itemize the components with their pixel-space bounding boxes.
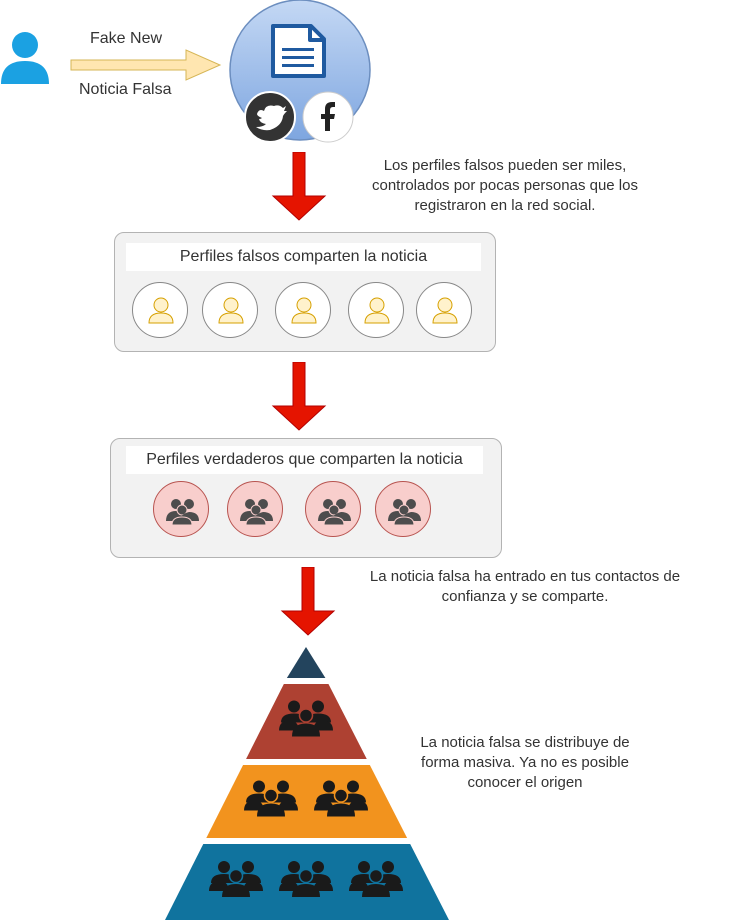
crowd-icon bbox=[279, 861, 333, 897]
fake-profiles-panel: Perfiles falsos comparten la noticia bbox=[114, 232, 496, 352]
real-profile-group-icon bbox=[153, 481, 209, 537]
document-icon bbox=[271, 24, 326, 78]
fake-profile-icon bbox=[275, 282, 331, 338]
twitter-icon bbox=[244, 91, 296, 143]
down-arrow-1 bbox=[271, 152, 327, 221]
note-mass-distribution: La noticia falsa se distribuye de forma … bbox=[420, 734, 630, 791]
user-icon bbox=[1, 32, 49, 84]
note-trusted-contacts: La noticia falsa ha entrado en tus conta… bbox=[369, 568, 681, 605]
distribution-pyramid bbox=[165, 647, 449, 920]
fake-panel-title: Perfiles falsos comparten la noticia bbox=[126, 243, 481, 271]
crowd-icon bbox=[279, 700, 333, 737]
real-profile-group-icon bbox=[305, 481, 361, 537]
pyramid-level-1 bbox=[286, 647, 326, 678]
fake-profile-icon bbox=[132, 282, 188, 338]
real-profile-group-icon bbox=[375, 481, 431, 537]
crowd-icon bbox=[349, 861, 403, 897]
facebook-icon bbox=[302, 91, 354, 143]
crowd-icon bbox=[244, 780, 298, 817]
note-fake-profiles: Los perfiles falsos pueden ser miles, co… bbox=[371, 157, 638, 214]
crowd-icon bbox=[209, 861, 263, 897]
real-panel-title: Perfiles verdaderos que comparten la not… bbox=[126, 446, 483, 474]
down-arrow-2 bbox=[271, 362, 327, 431]
pyramid-level-3 bbox=[206, 765, 408, 838]
fake-new-label: Fake New bbox=[90, 30, 163, 47]
source-arrow bbox=[70, 49, 222, 81]
fake-profile-icon bbox=[348, 282, 404, 338]
social-news-circle bbox=[229, 0, 371, 143]
noticia-falsa-label: Noticia Falsa bbox=[79, 81, 172, 98]
real-profiles-panel: Perfiles verdaderos que comparten la not… bbox=[110, 438, 502, 558]
crowd-icon bbox=[314, 780, 368, 817]
real-profile-group-icon bbox=[227, 481, 283, 537]
fake-profile-icon bbox=[202, 282, 258, 338]
fake-profile-icon bbox=[416, 282, 472, 338]
down-arrow-3 bbox=[280, 567, 336, 636]
